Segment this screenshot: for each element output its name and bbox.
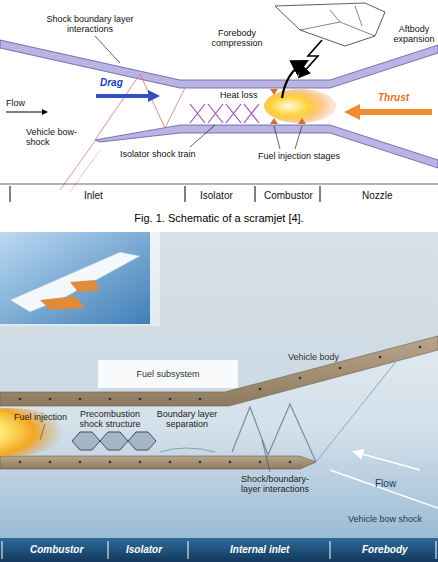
- part-label: Aftbody expansion: [392, 24, 436, 44]
- part-label: Vehicle body: [288, 352, 339, 362]
- part-label: Forebody: [362, 544, 408, 555]
- part-label: Drag: [100, 77, 123, 88]
- part-label: Fuel injection: [14, 412, 67, 422]
- part-label: Internal inlet: [230, 544, 289, 555]
- part-label: Combustor: [30, 544, 83, 555]
- part-label: Shock/boundary-layer interactions: [232, 474, 318, 494]
- part-label: Precombustion shock structure: [78, 409, 142, 429]
- part-label: Vehicle bow-shock: [26, 127, 82, 147]
- part-label: Isolator: [200, 190, 233, 201]
- part-label: Forebody compression: [205, 28, 269, 48]
- panel-label: Fuel subsystem: [136, 369, 199, 379]
- part-label: Nozzle: [362, 190, 393, 201]
- part-label: Fuel injection stages: [258, 151, 340, 161]
- panel-box: Fuel subsystem: [98, 360, 238, 388]
- figure-caption: Fig. 1. Schematic of a scramjet [4].: [0, 212, 438, 225]
- part-label: Isolator shock train: [120, 149, 196, 159]
- part-label: Heat loss: [220, 90, 258, 100]
- part-label: Flow: [375, 478, 396, 489]
- part-label: Vehicle bow shock: [348, 514, 422, 524]
- part-label: Isolator: [126, 544, 162, 555]
- part-label: Thrust: [378, 92, 409, 103]
- part-label: Flow: [6, 98, 25, 108]
- part-label: Combustor: [264, 190, 313, 201]
- part-label: Inlet: [84, 190, 103, 201]
- part-label: Shock boundary layer interactions: [40, 14, 140, 34]
- part-label: Boundary layer separation: [156, 409, 218, 429]
